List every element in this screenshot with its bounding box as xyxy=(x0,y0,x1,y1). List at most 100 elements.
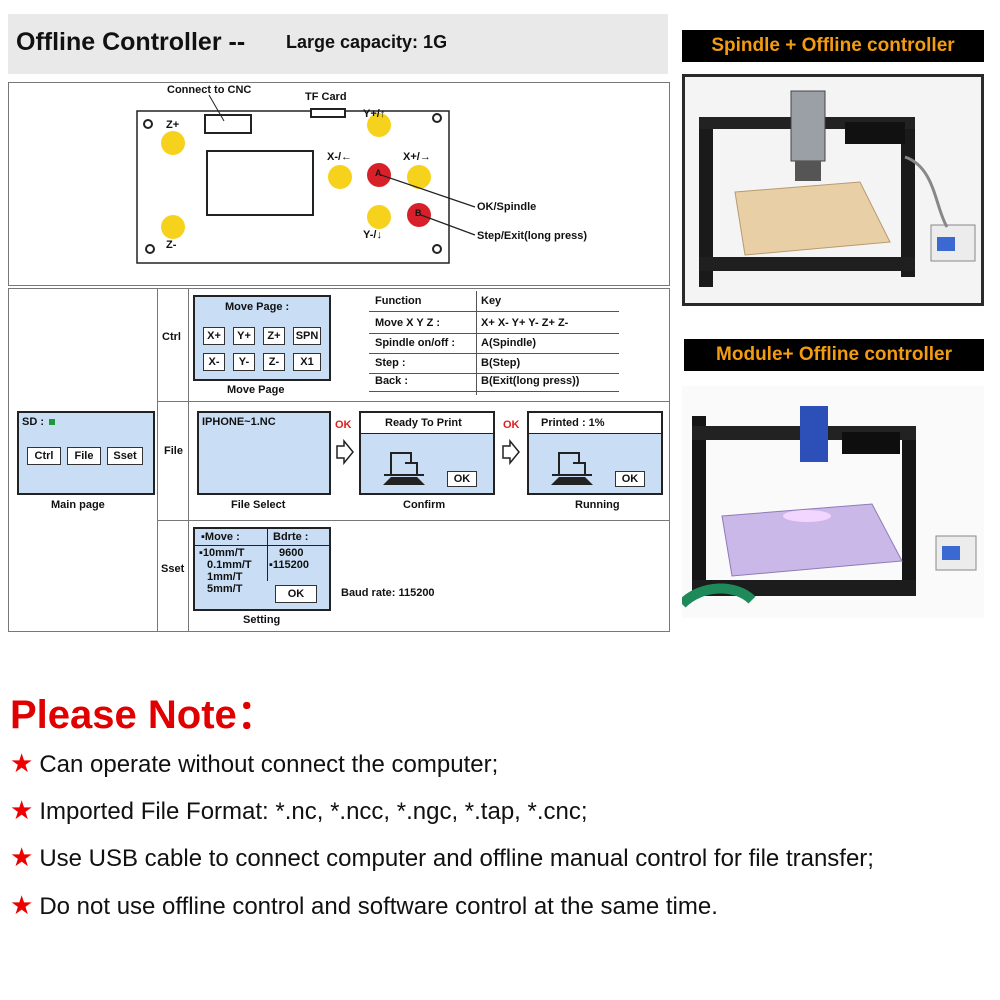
running-ok-button[interactable]: OK xyxy=(615,471,645,487)
key-zplus[interactable]: Z+ xyxy=(263,327,285,345)
connect-cnc-label: Connect to CNC xyxy=(167,84,252,96)
table-row: Back : xyxy=(375,375,409,387)
sset-row-label: Sset xyxy=(161,563,185,575)
table-header-key: Key xyxy=(481,295,502,307)
yminus-button xyxy=(367,205,391,229)
key-xplus[interactable]: X+ xyxy=(203,327,225,345)
menu-panel: Ctrl File Sset SD : Ctrl File Sset Main … xyxy=(8,288,670,632)
printer-icon xyxy=(551,452,593,485)
mount-hole xyxy=(432,244,442,254)
step-exit-label: Step/Exit(long press) xyxy=(477,230,588,242)
key-xminus[interactable]: X- xyxy=(203,353,225,371)
spindle-photo xyxy=(682,74,984,306)
move-option[interactable]: 5mm/T xyxy=(207,583,243,595)
star-icon: ★ xyxy=(10,890,34,920)
arrow-right-icon xyxy=(502,439,520,465)
table-row: B(Exit(long press)) xyxy=(481,375,580,387)
mount-hole xyxy=(432,113,442,123)
ctrl-row-label: Ctrl xyxy=(162,331,181,343)
main-ctrl-button[interactable]: Ctrl xyxy=(27,447,61,465)
header-subtitle: Large capacity: 1G xyxy=(286,32,448,52)
note-item: ★Use USB cable to connect computer and o… xyxy=(10,842,874,872)
header-title: Offline Controller -- xyxy=(16,28,246,56)
move-page-screen: Move Page : X+ Y+ Z+ SPN X- Y- Z- X1 xyxy=(193,295,331,381)
spindle-badge: Spindle + Offline controller xyxy=(682,30,984,62)
setting-caption: Setting xyxy=(243,614,281,626)
note-item: ★Do not use offline control and software… xyxy=(10,890,718,920)
settings-screen: ▪Move : Bdrte : ▪10mm/T 0.1mm/T 1mm/T 5m… xyxy=(193,527,331,611)
table-row: A(Spindle) xyxy=(481,337,536,349)
zminus-label: Z- xyxy=(166,239,177,251)
board-diagram xyxy=(136,94,476,264)
table-header-function: Function xyxy=(375,295,422,307)
note-item: ★Imported File Format: *.nc, *.ncc, *.ng… xyxy=(10,795,588,825)
move-page-caption: Move Page xyxy=(227,384,285,396)
mount-hole xyxy=(143,119,153,129)
baud-option[interactable]: ▪115200 xyxy=(269,559,310,571)
yminus-label: Y-/↓ xyxy=(363,229,382,241)
main-sset-button[interactable]: Sset xyxy=(107,447,143,465)
board-panel: Connect to CNC TF Card Z+ Z- Y+/↑ X-/← X… xyxy=(8,82,670,286)
move-option[interactable]: ▪10mm/T xyxy=(199,547,245,559)
xplus-button xyxy=(407,165,431,189)
table-row: Move X Y Z : xyxy=(375,317,441,329)
confirm-title: Ready To Print xyxy=(385,417,462,429)
star-icon: ★ xyxy=(10,842,34,872)
move-option[interactable]: 1mm/T xyxy=(207,571,243,583)
zplus-button xyxy=(161,131,185,155)
running-caption: Running xyxy=(575,499,620,511)
function-table: Function Key Move X Y Z : X+ X- Y+ Y- Z+… xyxy=(369,291,619,395)
confirm-caption: Confirm xyxy=(403,499,446,511)
tf-card-label: TF Card xyxy=(305,91,347,103)
table-row: X+ X- Y+ Y- Z+ Z- xyxy=(481,317,569,329)
table-row: B(Step) xyxy=(481,357,521,369)
file-row-label: File xyxy=(164,445,183,457)
main-file-button[interactable]: File xyxy=(67,447,101,465)
a-button xyxy=(367,163,391,187)
a-label: A xyxy=(375,168,382,178)
key-spn[interactable]: SPN xyxy=(293,327,321,345)
baud-rate-note: Baud rate: 115200 xyxy=(341,587,435,599)
b-label: B xyxy=(415,208,422,218)
confirm-ok-button[interactable]: OK xyxy=(447,471,477,487)
confirm-screen: Ready To Print OK xyxy=(359,411,495,495)
table-row: Step : xyxy=(375,357,406,369)
file-item[interactable]: IPHONE~1.NC xyxy=(202,416,276,428)
file-select-caption: File Select xyxy=(231,499,286,511)
file-select-screen: IPHONE~1.NC xyxy=(197,411,331,495)
ok-arrow-label: OK xyxy=(335,419,352,431)
key-zminus[interactable]: Z- xyxy=(263,353,285,371)
tf-card-slot xyxy=(310,108,346,118)
setting-move-label: ▪Move : xyxy=(201,531,240,543)
main-page-screen: SD : Ctrl File Sset xyxy=(17,411,155,495)
main-page-caption: Main page xyxy=(51,499,105,511)
setting-bdrte-label: Bdrte : xyxy=(273,531,309,543)
sd-indicator xyxy=(49,419,55,425)
baud-option[interactable]: 9600 xyxy=(279,547,304,559)
ok-arrow-label: OK xyxy=(503,419,520,431)
running-title: Printed : 1% xyxy=(541,417,605,429)
mount-hole xyxy=(145,244,155,254)
key-yminus[interactable]: Y- xyxy=(233,353,255,371)
cnc-connector xyxy=(204,114,252,134)
xminus-label: X-/← xyxy=(327,151,353,163)
sd-status: SD : xyxy=(22,416,44,428)
note-item: ★Can operate without connect the compute… xyxy=(10,748,499,778)
key-yplus[interactable]: Y+ xyxy=(233,327,255,345)
printer-icon xyxy=(383,452,425,485)
arrow-right-icon xyxy=(336,439,354,465)
laser-machine-image xyxy=(678,406,977,608)
star-icon: ★ xyxy=(10,795,34,825)
setting-ok-button[interactable]: OK xyxy=(275,585,317,603)
module-badge: Module+ Offline controller xyxy=(684,339,984,371)
star-icon: ★ xyxy=(10,748,34,778)
zplus-label: Z+ xyxy=(166,119,180,131)
xplus-label: X+/→ xyxy=(403,151,431,163)
move-page-title: Move Page : xyxy=(225,301,290,313)
key-x1[interactable]: X1 xyxy=(293,353,321,371)
please-note-title: Please Note： xyxy=(10,693,277,737)
xminus-button xyxy=(328,165,352,189)
move-option[interactable]: 0.1mm/T xyxy=(207,559,252,571)
yplus-button xyxy=(367,113,391,137)
ok-spindle-label: OK/Spindle xyxy=(477,201,537,213)
